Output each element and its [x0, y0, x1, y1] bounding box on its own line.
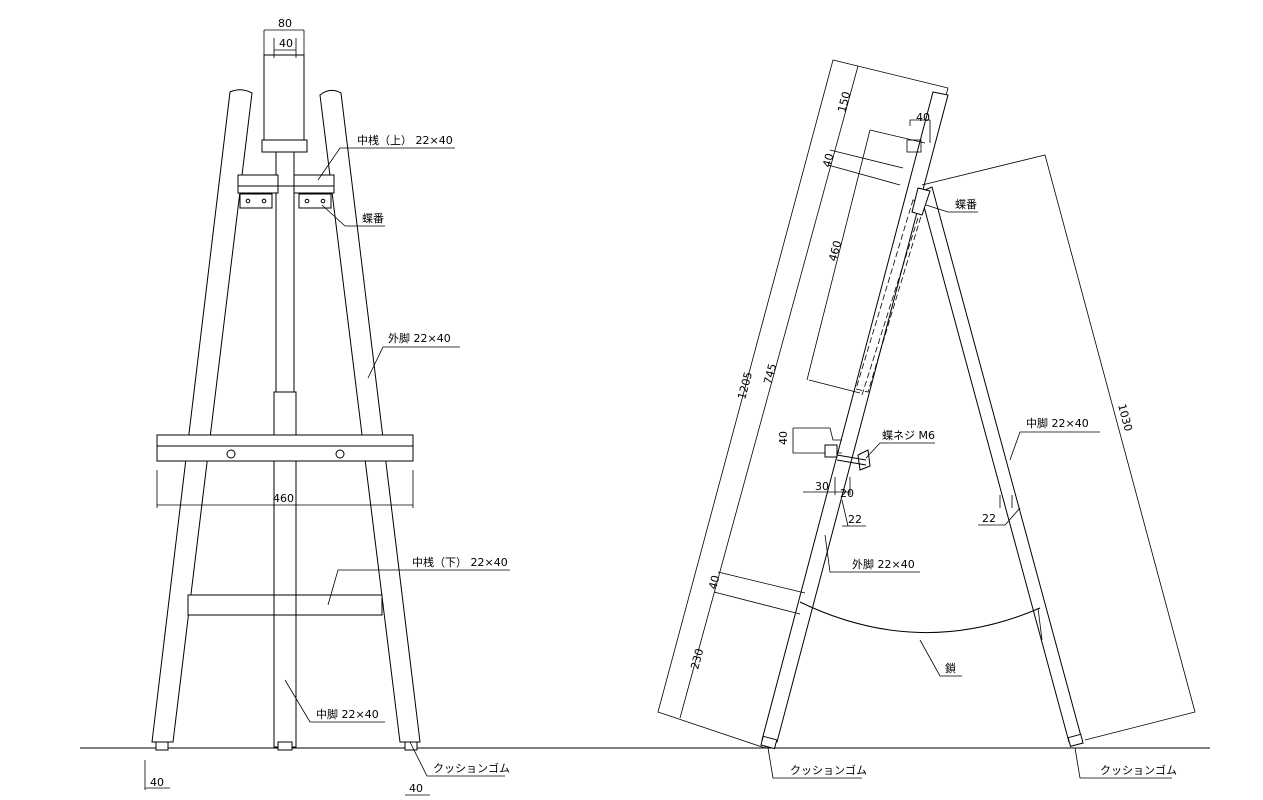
tray-hole-left: [226, 449, 236, 459]
side-dim-30: 30: [815, 480, 829, 493]
upper-crossbar-left: [237, 174, 279, 194]
label-hinge-front: 蝶番: [362, 211, 384, 225]
label-hinge-side: 蝶番: [955, 197, 977, 211]
mast-slide: [275, 151, 295, 393]
tray-hole-right: [335, 449, 345, 459]
side-view: 40 40 30 20 22 22 1: [657, 59, 1196, 779]
side-dim-745: 745: [761, 362, 779, 386]
front-dim-40-left: 40: [150, 776, 164, 789]
label-cushion-side-left: クッションゴム: [790, 763, 867, 777]
side-dim-150: 150: [835, 90, 853, 114]
side-dim-460: 460: [826, 239, 844, 263]
dimension-panel-outline: [657, 59, 949, 749]
side-dim-20: 20: [840, 487, 854, 500]
mast-top-block: [261, 139, 308, 153]
side-cushion-right: [1067, 733, 1084, 747]
middle-leg-cushion: [277, 741, 293, 751]
tray: [156, 434, 414, 462]
front-dim-40-right: 40: [409, 782, 423, 795]
label-lower-crossbar: 中桟（下） 22×40: [412, 555, 508, 569]
cushion-right: [404, 741, 418, 751]
front-view: 80 40 460 40 40 中桟（上） 22×40 蝶番 外脚 22×40 …: [144, 17, 510, 796]
side-dim-1030: 1030: [1115, 402, 1135, 432]
label-outer-leg-side: 外脚 22×40: [852, 557, 915, 571]
side-chain: [799, 601, 1041, 634]
left-outer-leg: [151, 89, 253, 743]
label-middle-leg-front: 中脚 22×40: [316, 707, 379, 721]
front-dim-460: 460: [273, 492, 294, 505]
side-dim-40-top: 40: [916, 111, 930, 124]
front-dim-80: 80: [278, 17, 292, 30]
hinge-left: [239, 193, 273, 209]
label-outer-leg-front: 外脚 22×40: [388, 331, 451, 345]
label-wing-screw: 蝶ネジ M6: [882, 428, 935, 442]
side-cushion-left: [760, 735, 778, 750]
side-dim-40-screw: 40: [777, 431, 790, 445]
upper-crossbar-right: [293, 174, 335, 194]
side-middle-leg: [919, 186, 1083, 743]
hinge-right: [298, 193, 332, 209]
label-chain: 鎖: [945, 661, 956, 675]
label-middle-leg-side: 中脚 22×40: [1026, 416, 1089, 430]
side-dim-40-b: 40: [706, 574, 722, 591]
label-upper-crossbar: 中桟（上） 22×40: [357, 133, 453, 147]
front-dim-40-top: 40: [279, 37, 293, 50]
lower-crossbar: [187, 594, 383, 616]
side-dim-22-outer: 22: [848, 513, 862, 526]
side-dim-40-a: 40: [820, 152, 836, 169]
cushion-left: [155, 741, 169, 751]
side-outer-leg: [761, 91, 949, 743]
mast-upper: [263, 54, 305, 141]
label-cushion-front: クッションゴム: [433, 761, 510, 775]
side-dim-230: 230: [688, 647, 706, 671]
side-dim-1205: 1205: [735, 370, 755, 400]
label-cushion-side-right: クッションゴム: [1100, 763, 1177, 777]
right-outer-leg: [319, 89, 421, 743]
side-dim-22-middle: 22: [982, 512, 996, 525]
